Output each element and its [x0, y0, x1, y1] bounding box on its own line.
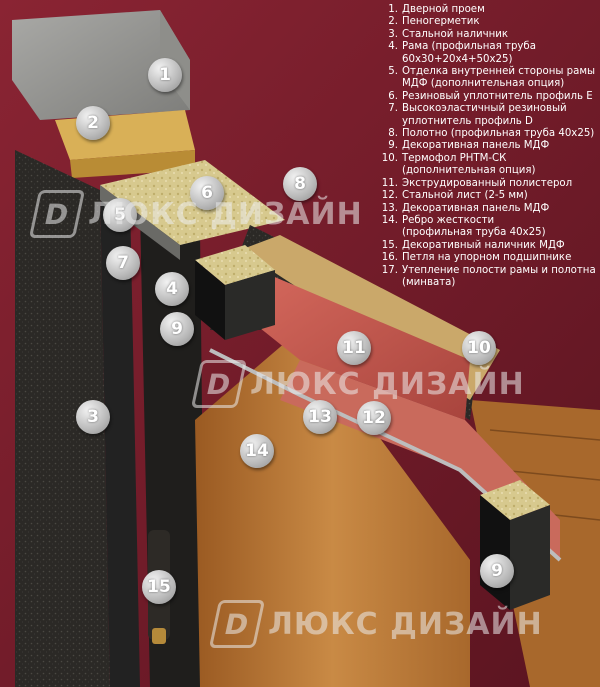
- legend-item-text: Дверной проем: [402, 4, 485, 15]
- legend-item-text: Ребро жесткости (профильная труба 40х25): [402, 214, 546, 239]
- legend-item-text: Высокоэластичный резиновый уплотнитель п…: [402, 103, 567, 127]
- legend-item-number: 6.: [388, 90, 398, 102]
- legend-item: 17. Утепление полости рамы и полотна (мин…: [378, 265, 598, 290]
- callout-14: 14: [240, 434, 274, 468]
- watermark-logo: D: [190, 360, 248, 408]
- legend-list: 1. Дверной проем 2. Пеногерметик 3. Стальной …: [378, 4, 598, 289]
- legend-item: 13. Декоративная панель МДФ: [378, 203, 598, 215]
- callout-15: 15: [142, 570, 176, 604]
- callout-5: 5: [103, 198, 137, 232]
- legend-item: 5. Отделка внутренней стороны рамы МДФ (д…: [378, 66, 598, 91]
- legend-item: 9. Декоративная панель МДФ: [378, 140, 598, 152]
- legend-item-number: 8.: [388, 128, 398, 140]
- legend-item-number: 17.: [381, 264, 398, 276]
- legend-item-text: Стальной наличник: [402, 28, 509, 40]
- legend-item-text: Отделка внутренней стороны рамы МДФ (доп…: [402, 66, 596, 90]
- legend-item-number: 15.: [381, 239, 398, 251]
- legend-item-text: Декоративная панель МДФ: [402, 140, 550, 152]
- callout-2: 2: [76, 106, 110, 140]
- callout-13: 13: [303, 400, 337, 434]
- legend-item-number: 4.: [388, 41, 398, 53]
- watermark-text: ЛЮКС ДИЗАЙН: [268, 606, 543, 642]
- legend-item: 15. Декоративный наличник МДФ: [378, 240, 598, 252]
- legend-item-text: Петля на упорном подшипнике: [402, 252, 572, 264]
- legend-item-number: 14.: [381, 214, 398, 226]
- legend-item-number: 16.: [381, 252, 398, 264]
- watermark-middle: D ЛЮКС ДИЗАЙН: [190, 360, 525, 408]
- legend-item-number: 1.: [388, 4, 398, 15]
- callout-3: 3: [76, 400, 110, 434]
- steel-trim-edge: [100, 190, 140, 687]
- callout-7: 7: [106, 246, 140, 280]
- legend-item-number: 11.: [381, 177, 398, 189]
- callout-11: 11: [337, 331, 371, 365]
- legend-item-text: Утепление полости рамы и полотна (минват…: [402, 264, 596, 288]
- callout-6: 6: [190, 176, 224, 210]
- legend-item: 16. Петля на упорном подшипнике: [378, 252, 598, 264]
- legend-item-number: 9.: [388, 140, 398, 152]
- callout-12: 12: [357, 401, 391, 435]
- legend-item-text: Термофол РНТМ-СК (дополнительная опция): [402, 152, 536, 177]
- legend-item-text: Декоративная панель МДФ: [402, 202, 550, 214]
- steel-trim: [15, 150, 110, 687]
- rib-side-right: [510, 505, 550, 610]
- legend-item: 11. Экструдированный полистерол: [378, 178, 598, 190]
- polystyrene-lower: [280, 360, 560, 560]
- legend-item-number: 10.: [381, 152, 398, 164]
- legend-item: 14. Ребро жесткости (профильная труба 40х…: [378, 215, 598, 240]
- legend-item-text: Стальной лист (2-5 мм): [402, 190, 528, 202]
- legend-item: 8. Полотно (профильная труба 40х25): [378, 128, 598, 140]
- tube-side-left: [195, 260, 225, 340]
- watermark-logo: D: [28, 190, 86, 238]
- legend-item: 12. Стальной лист (2-5 мм): [378, 190, 598, 202]
- legend-item-text: Полотно (профильная труба 40х25): [402, 128, 595, 140]
- legend-item: 1. Дверной проем: [378, 4, 598, 16]
- callout-10: 10: [462, 331, 496, 365]
- legend-item-text: Резиновый уплотнитель профиль Е: [402, 90, 593, 102]
- legend-item-number: 3.: [388, 28, 398, 40]
- watermark-bottom: D ЛЮКС ДИЗАЙН: [208, 600, 543, 648]
- legend-item: 6. Резиновый уплотнитель профиль Е: [378, 91, 598, 103]
- legend-item-number: 2.: [388, 16, 398, 28]
- callout-9-bottom: 9: [480, 554, 514, 588]
- door-opening-concrete: [12, 10, 190, 120]
- hinge-bearing: [152, 628, 166, 644]
- legend-item: 10. Термофол РНТМ-СК (дополнительная опци…: [378, 153, 598, 178]
- legend-item-number: 12.: [381, 190, 398, 202]
- callout-8: 8: [283, 167, 317, 201]
- callout-4: 4: [155, 272, 189, 306]
- legend-item-text: Декоративный наличник МДФ: [402, 239, 565, 251]
- watermark-text: ЛЮКС ДИЗАЙН: [88, 196, 363, 232]
- legend-item-number: 7.: [388, 103, 398, 115]
- tube-insulation-top: [195, 245, 275, 285]
- watermark-logo: D: [208, 600, 266, 648]
- callout-9-top: 9: [160, 312, 194, 346]
- legend-item: 3. Стальной наличник: [378, 29, 598, 41]
- legend-item-text: Рама (профильная труба 60х30+20х4+50х25): [402, 41, 536, 65]
- rib-insulation-top: [480, 480, 550, 520]
- watermark-top: D ЛЮКС ДИЗАЙН: [28, 190, 363, 238]
- legend-item-number: 5.: [388, 66, 398, 78]
- legend-item: 2. Пеногерметик: [378, 16, 598, 28]
- concrete-side: [160, 10, 190, 110]
- legend-item: 7. Высокоэластичный резиновый уплотнитель…: [378, 103, 598, 128]
- watermark-text: ЛЮКС ДИЗАЙН: [250, 366, 525, 402]
- callout-1: 1: [148, 58, 182, 92]
- legend-item-text: Экструдированный полистерол: [402, 177, 573, 189]
- legend-item-text: Пеногерметик: [402, 16, 480, 28]
- legend-item: 4. Рама (профильная труба 60х30+20х4+50х2…: [378, 41, 598, 66]
- mdf-decorative-panel: [195, 330, 470, 687]
- tube-side-right: [225, 270, 275, 340]
- legend-item-number: 13.: [381, 202, 398, 214]
